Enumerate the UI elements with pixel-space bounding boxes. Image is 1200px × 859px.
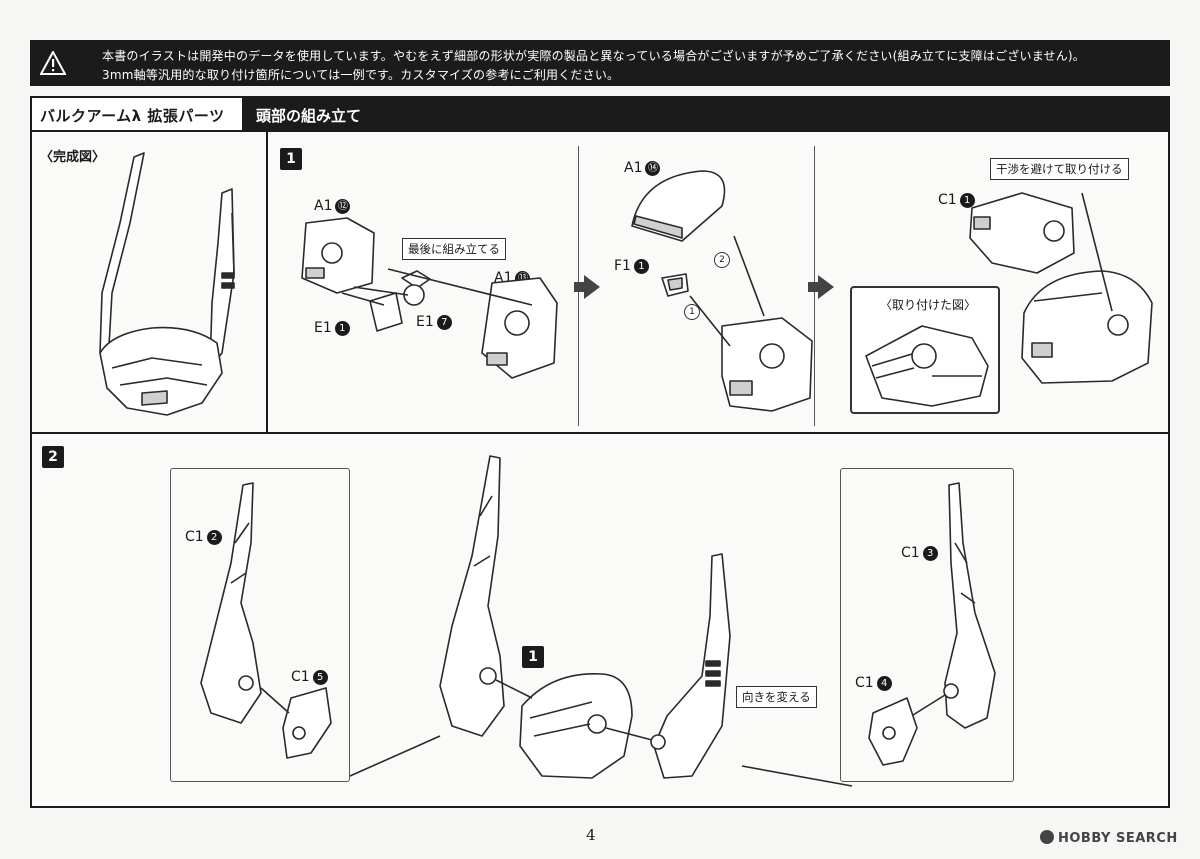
notice-line-1: 本書のイラストは開発中のデータを使用しています。やむをえず細部の形状が実際の製品… [102,49,1086,63]
step-2-assembly-illustration [349,455,853,787]
section-title: 頭部の組み立て [256,107,362,125]
notice-banner: 本書のイラストは開発中のデータを使用しています。やむをえず細部の形状が実際の製品… [30,40,1170,86]
step-1c-parts-illustration [969,192,1153,384]
divider [266,132,268,434]
warning-icon [40,51,66,75]
order-1-marker: 1 [684,304,700,320]
next-arrow-icon [818,275,834,299]
product-title: バルクアームλ 拡張パーツ [40,107,225,125]
horn-c1-3-illustration [868,482,996,766]
step-1b-parts-illustration [631,170,813,412]
watermark-text: HOBBY SEARCH [1058,831,1178,846]
horn-c1-2-illustration [200,482,332,759]
callout-avoid-interference: 干渉を避けて取り付ける [990,158,1129,180]
attached-view-inset: 〈取り付けた図〉 [850,286,1000,414]
page-number: 4 [586,826,596,844]
sub-step-1-badge: 1 [522,646,544,668]
callout-assemble-last: 最後に組み立てる [402,238,506,260]
divider [32,432,1168,434]
step-1-parts-illustration [301,217,558,379]
callout-change-direction: 向きを変える [736,686,817,708]
complete-label: 〈完成図〉 [40,150,106,165]
step-1-badge: 1 [280,148,302,170]
watermark-logo-icon [1040,830,1054,844]
product-header: バルクアームλ 拡張パーツ [32,98,244,132]
watermark: HOBBY SEARCH [1040,830,1178,846]
step-2-badge: 2 [42,446,64,468]
order-2-marker: 2 [714,252,730,268]
arrow-body [808,282,818,292]
section-header: 頭部の組み立て [244,98,1168,132]
attached-head-illustration [865,325,989,407]
next-arrow-icon [584,275,600,299]
notice-line-2: 3mm軸等汎用的な取り付け箇所については一例です。カスタマイズの参考にご利用くだ… [102,68,620,82]
inset-caption: 〈取り付けた図〉 [880,298,977,312]
completed-head-illustration [99,152,235,416]
arrow-body [574,282,584,292]
